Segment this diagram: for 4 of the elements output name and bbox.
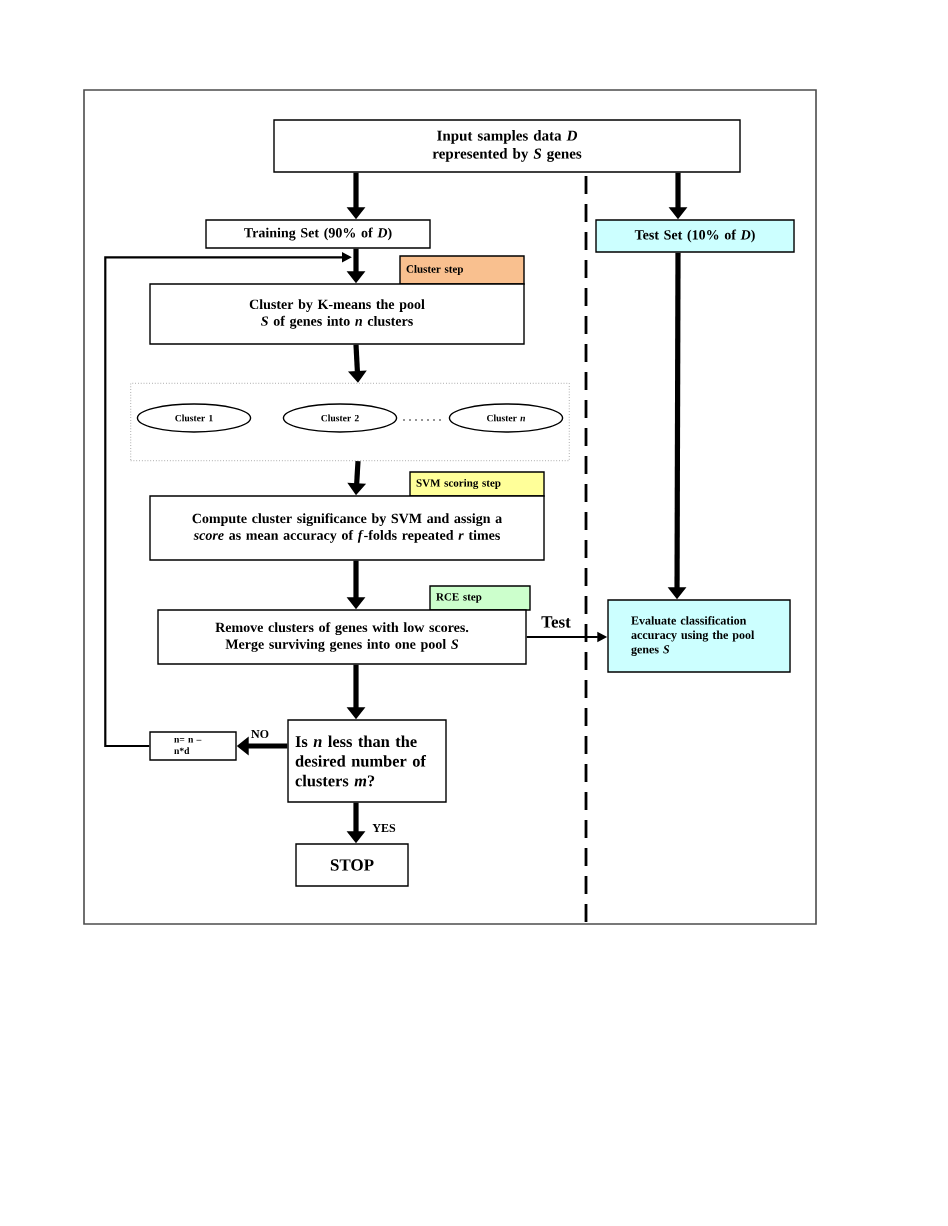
edge-label: Test xyxy=(540,615,572,629)
stop-box: STOP xyxy=(295,843,409,887)
cluster-group-box xyxy=(130,382,570,462)
decision-box: Is n less than the desired number of clusters m? xyxy=(287,719,447,803)
